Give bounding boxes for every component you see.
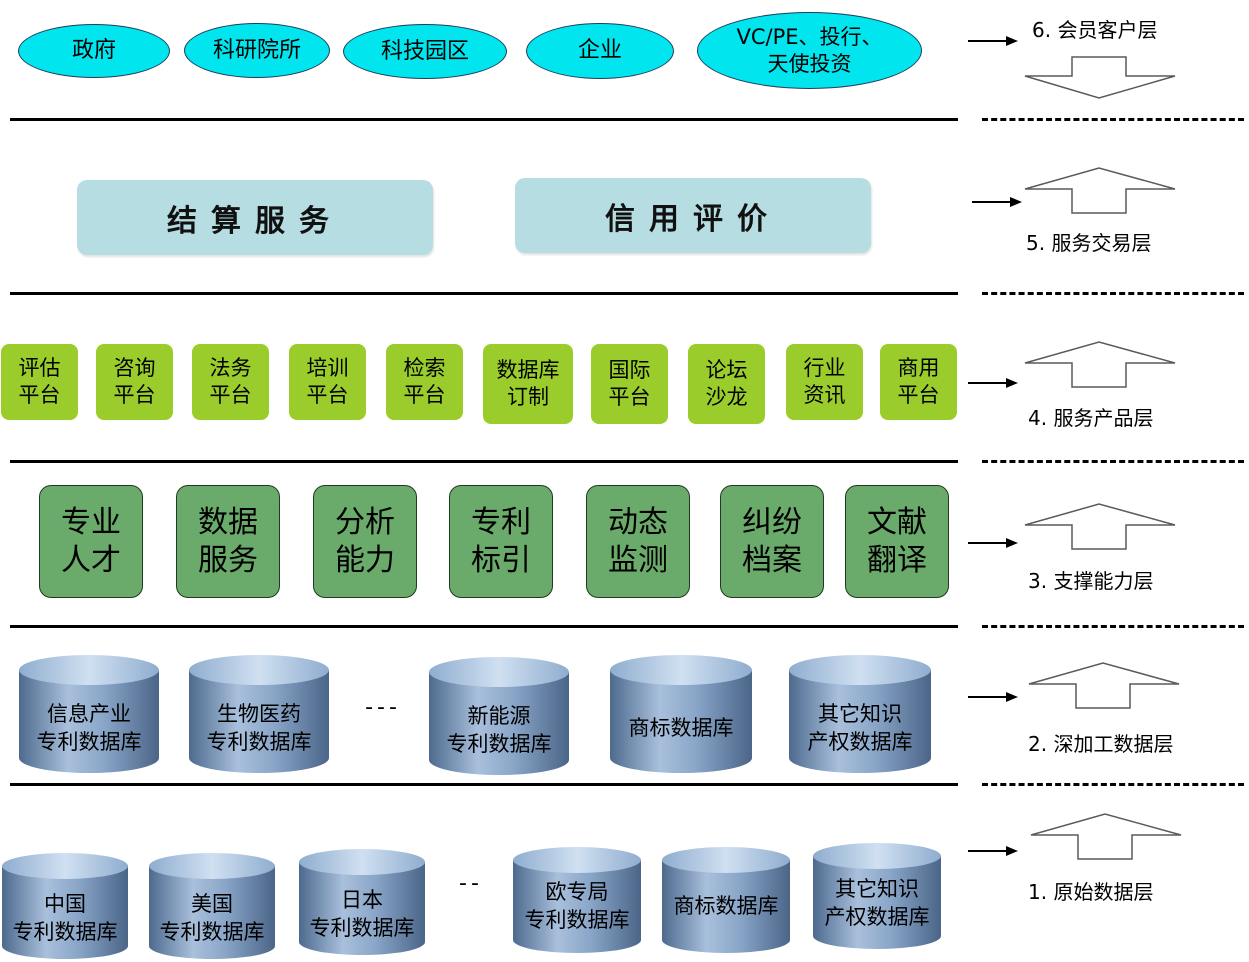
processed-db-ellipsis: --- — [365, 694, 401, 720]
processed-db-biomed-patents-label: 生物医药 专利数据库 — [206, 701, 312, 754]
layer-label-trading: 5. 服务交易层 — [1026, 231, 1152, 255]
layer-label-raw-data: 1. 原始数据层 — [1028, 880, 1154, 904]
up-arrow-icon — [1028, 813, 1184, 865]
member-investors: VC/PE、投行、 天使投资 — [697, 12, 922, 89]
member-research-institutes: 科研院所 — [184, 23, 330, 78]
member-enterprises: 企业 — [526, 23, 674, 79]
separator-dashed — [982, 118, 1244, 121]
processed-db-new-energy-patents-label: 新能源 专利数据库 — [446, 703, 552, 756]
raw-db-china-patents-label: 中国 专利数据库 — [12, 891, 118, 944]
separator-dashed — [982, 292, 1244, 295]
separator-dashed — [982, 783, 1244, 786]
product-database-customization: 数据库 订制 — [483, 344, 573, 424]
up-arrow-icon — [1022, 167, 1178, 219]
raw-db-epo-patents-label: 欧专局 专利数据库 — [524, 879, 630, 932]
processed-db-other-ip-label: 其它知识 产权数据库 — [807, 701, 913, 754]
capability-dynamic-monitoring: 动态 监测 — [586, 485, 690, 598]
product-evaluation-platform: 评估 平台 — [1, 344, 78, 420]
pointer-arrow-icon — [968, 34, 1020, 48]
separator-dashed — [982, 625, 1244, 628]
raw-db-us-patents: 美国 专利数据库 — [148, 852, 276, 960]
product-search-platform: 检索 平台 — [386, 344, 463, 420]
processed-db-it-patents-label: 信息产业 专利数据库 — [36, 701, 142, 754]
processed-db-other-ip: 其它知识 产权数据库 — [788, 654, 932, 774]
pointer-arrow-icon — [968, 376, 1020, 390]
product-international-platform: 国际 平台 — [591, 344, 668, 424]
layer-label-processed-data: 2. 深加工数据层 — [1028, 732, 1174, 756]
processed-db-trademarks-label: 商标数据库 — [628, 715, 734, 740]
product-training-platform: 培训 平台 — [289, 344, 366, 420]
down-arrow-icon — [1022, 56, 1178, 104]
capability-document-translation: 文献 翻译 — [845, 485, 949, 598]
layer-label-products: 4. 服务产品层 — [1028, 406, 1154, 430]
raw-db-china-patents: 中国 专利数据库 — [1, 852, 129, 960]
up-arrow-icon — [1026, 662, 1182, 714]
processed-db-biomed-patents: 生物医药 专利数据库 — [188, 654, 330, 774]
product-industry-news: 行业 资讯 — [786, 344, 863, 420]
capability-data-service: 数据 服务 — [176, 485, 280, 598]
processed-db-new-energy-patents: 新能源 专利数据库 — [428, 656, 570, 776]
separator-line — [10, 625, 958, 628]
capability-professional-talent: 专业 人才 — [39, 485, 143, 598]
up-arrow-icon — [1022, 341, 1178, 393]
service-credit-rating: 信用评价 — [515, 178, 871, 253]
processed-db-it-patents: 信息产业 专利数据库 — [18, 654, 160, 774]
pointer-arrow-icon — [968, 690, 1020, 704]
separator-line — [10, 292, 958, 295]
service-settlement: 结算服务 — [77, 180, 433, 255]
member-government: 政府 — [18, 24, 170, 78]
raw-db-us-patents-label: 美国 专利数据库 — [159, 891, 265, 944]
layer-label-member: 6. 会员客户层 — [1032, 18, 1158, 42]
raw-db-japan-patents: 日本 专利数据库 — [298, 848, 426, 956]
capability-analysis: 分析 能力 — [313, 485, 417, 598]
raw-db-ellipsis: -- — [459, 870, 483, 896]
product-consulting-platform: 咨询 平台 — [96, 344, 173, 420]
capability-dispute-archives: 纠纷 档案 — [720, 485, 824, 598]
processed-db-trademarks: 商标数据库 — [609, 654, 753, 774]
pointer-arrow-icon — [968, 844, 1020, 858]
raw-db-epo-patents: 欧专局 专利数据库 — [512, 846, 642, 954]
pointer-arrow-icon — [972, 195, 1024, 209]
up-arrow-icon — [1022, 503, 1178, 555]
raw-db-other-ip: 其它知识 产权数据库 — [812, 842, 942, 950]
separator-line — [10, 460, 958, 463]
separator-dashed — [982, 460, 1244, 463]
product-forum-salon: 论坛 沙龙 — [688, 344, 765, 424]
raw-db-trademarks: 商标数据库 — [661, 846, 791, 954]
separator-line — [10, 783, 958, 786]
product-legal-platform: 法务 平台 — [192, 344, 269, 420]
raw-db-other-ip-label: 其它知识 产权数据库 — [824, 876, 930, 929]
layer-label-capabilities: 3. 支撑能力层 — [1028, 569, 1154, 593]
capability-patent-indexing: 专利 标引 — [449, 485, 553, 598]
product-commercial-platform: 商用 平台 — [880, 344, 957, 420]
raw-db-japan-patents-label: 日本 专利数据库 — [309, 887, 415, 940]
separator-line — [10, 118, 958, 121]
member-science-parks: 科技园区 — [343, 24, 507, 79]
raw-db-trademarks-label: 商标数据库 — [673, 893, 779, 918]
pointer-arrow-icon — [968, 536, 1020, 550]
